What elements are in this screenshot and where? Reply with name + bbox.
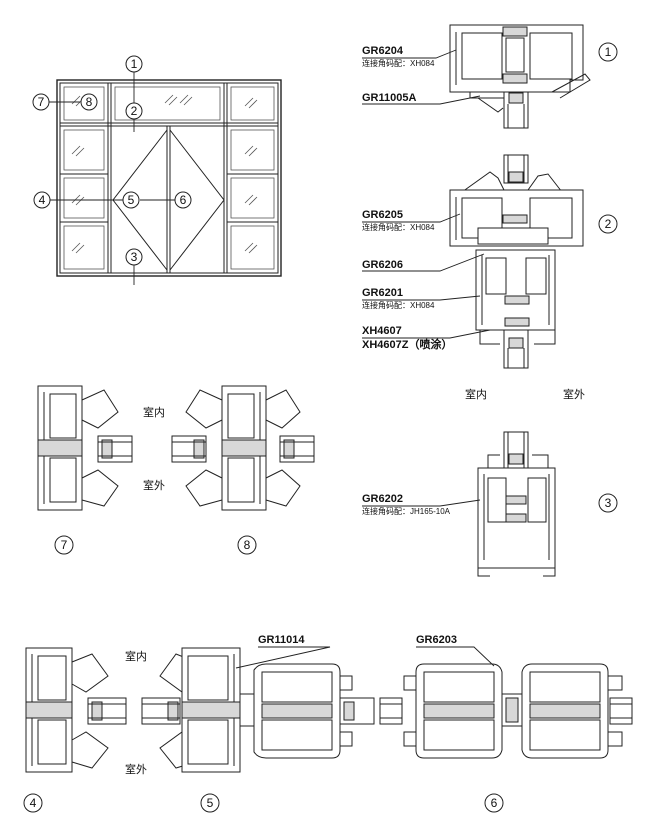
svg-text:4: 4 (30, 796, 37, 810)
indoor-label-s4: 室内 (125, 649, 147, 663)
svg-text:2: 2 (605, 217, 612, 231)
section-number-2: 2 (598, 214, 618, 234)
section-7-profile (37, 385, 133, 511)
callout-s2-sub-a: 连接角码配：XH084 (362, 222, 435, 232)
callout-s2-code-b: GR6206 (362, 259, 403, 271)
section-number-1: 1 (598, 42, 618, 62)
elevation-outer-frame (56, 79, 282, 277)
window-elevation (49, 72, 282, 285)
elevation-marker-2: 2 (125, 102, 143, 120)
svg-text:7: 7 (61, 538, 68, 552)
outdoor-label-s3: 室外 (563, 387, 585, 401)
callout-s2-code-c: GR6201 (362, 287, 403, 299)
section-number-4: 4 (23, 793, 43, 813)
section-6-profile (379, 663, 633, 759)
svg-text:3: 3 (605, 496, 612, 510)
section-5-profile (141, 647, 375, 773)
section-number-5: 5 (200, 793, 220, 813)
outdoor-label-s4: 室外 (125, 762, 147, 776)
svg-text:4: 4 (39, 193, 46, 207)
callout-s3-sub-a: 连接角码配：JH165-10A (362, 506, 451, 516)
callout-s3-code-a: GR6202 (362, 493, 403, 505)
callout-s1-code-b: GR11005A (362, 92, 416, 104)
callout-s2-code-d: XH4607 (362, 325, 402, 337)
svg-text:5: 5 (128, 193, 135, 207)
elevation-marker-7: 7 (32, 93, 50, 111)
svg-text:8: 8 (86, 95, 93, 109)
section-number-6: 6 (484, 793, 504, 813)
section-number-8: 8 (237, 535, 257, 555)
svg-text:1: 1 (131, 57, 138, 71)
callout-s5-code: GR11014 (258, 634, 305, 646)
outdoor-label-s7: 室外 (143, 478, 165, 492)
svg-text:6: 6 (491, 796, 498, 810)
svg-text:3: 3 (131, 250, 138, 264)
elevation-marker-8: 8 (80, 93, 98, 111)
callout-leaders (235, 49, 495, 669)
callout-s1-sub-a: 连接角码配：XH084 (362, 58, 435, 68)
elevation-inner-frame (59, 82, 279, 274)
section-4-profile (25, 647, 127, 773)
callout-s1-code-a: GR6204 (362, 45, 404, 57)
callout-s6-code: GR6203 (416, 634, 457, 646)
section-number-7: 7 (54, 535, 74, 555)
svg-text:7: 7 (38, 95, 45, 109)
elevation-marker-4: 4 (33, 191, 51, 209)
svg-text:8: 8 (244, 538, 251, 552)
indoor-label-s3: 室内 (465, 387, 487, 401)
elevation-marker-6: 6 (174, 191, 192, 209)
callout-s2-sub-c: 连接角码配：XH084 (362, 300, 435, 310)
section-number-3: 3 (598, 493, 618, 513)
callout-s2-code-a: GR6205 (362, 209, 403, 221)
elevation-marker-3: 3 (125, 248, 143, 266)
section-8-profile (171, 385, 315, 511)
section-1-profile (449, 24, 591, 129)
svg-text:1: 1 (605, 45, 612, 59)
section-2-profile (449, 154, 584, 369)
svg-text:2: 2 (131, 104, 138, 118)
section-3-profile (477, 431, 556, 577)
svg-text:6: 6 (180, 193, 187, 207)
callout-s2-code-e: XH4607Z（喷涂） (362, 337, 452, 351)
elevation-marker-5: 5 (122, 191, 140, 209)
svg-text:5: 5 (207, 796, 214, 810)
indoor-label-s7: 室内 (143, 405, 165, 419)
elevation-marker-1: 1 (125, 55, 143, 73)
